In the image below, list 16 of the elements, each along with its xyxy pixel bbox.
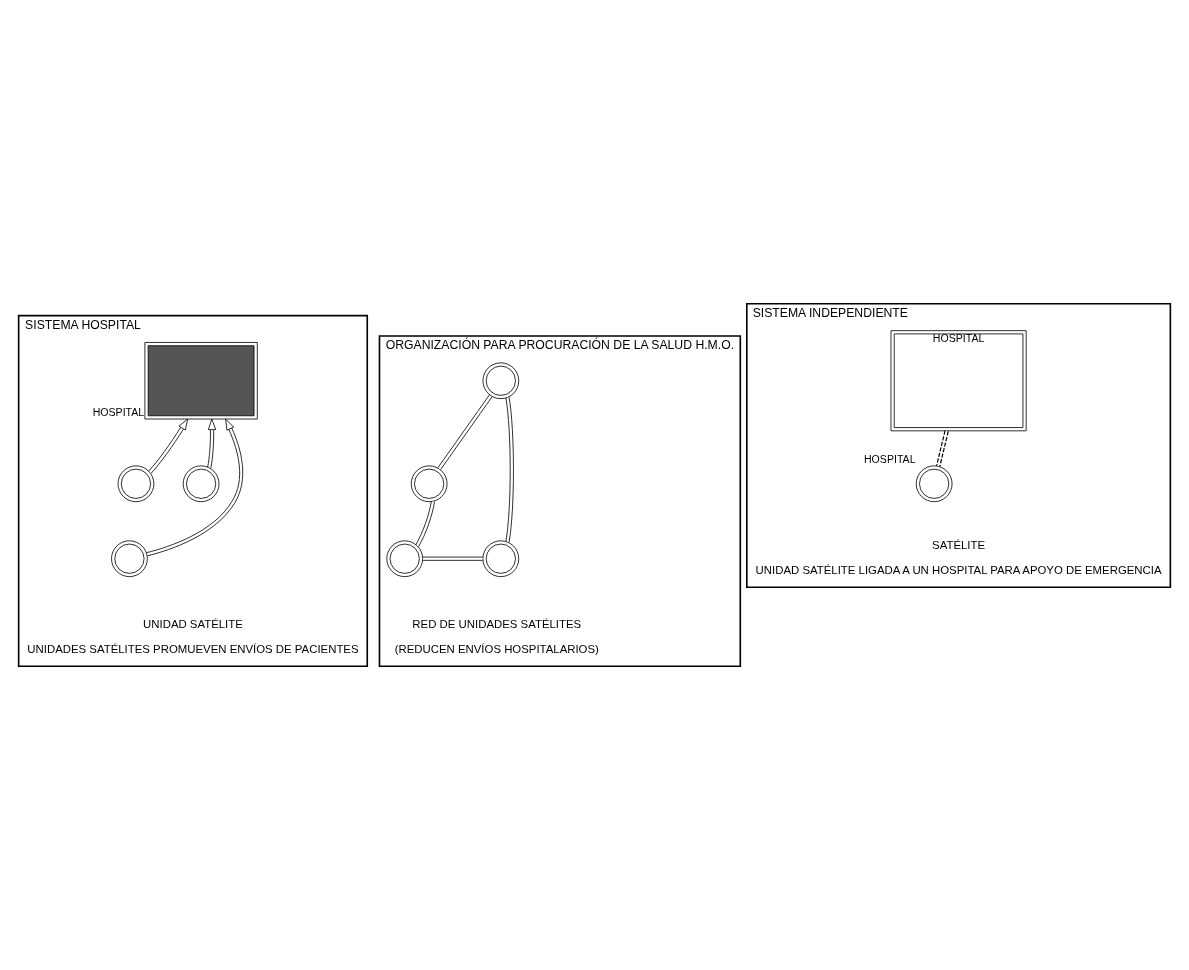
connector (415, 500, 435, 548)
connector (437, 394, 493, 470)
node-label: UNIDAD SATÉLITE LIGADA A UN HOSPITAL PARA APOYO DE EMERGENCIA (755, 564, 1162, 577)
connector (422, 556, 484, 561)
node-label: UNIDAD SATÉLITE (143, 618, 243, 631)
connector (505, 396, 514, 543)
node-label: HOSPITAL (863, 452, 916, 465)
node-label: RED DE UNIDADES SATÉLITES (412, 618, 582, 631)
arrow (146, 418, 244, 557)
arrow (207, 418, 217, 469)
node-label: SATÉLITE (932, 539, 986, 552)
node-label: HOSPITAL (92, 406, 145, 419)
node-label: UNIDADES SATÉLITES PROMUEVEN ENVÍOS DE PACIENTES (27, 643, 359, 656)
node-label: (REDUCEN ENVÍOS HOSPITALARIOS) (394, 643, 599, 656)
connector (936, 430, 949, 468)
arrow (148, 418, 189, 474)
